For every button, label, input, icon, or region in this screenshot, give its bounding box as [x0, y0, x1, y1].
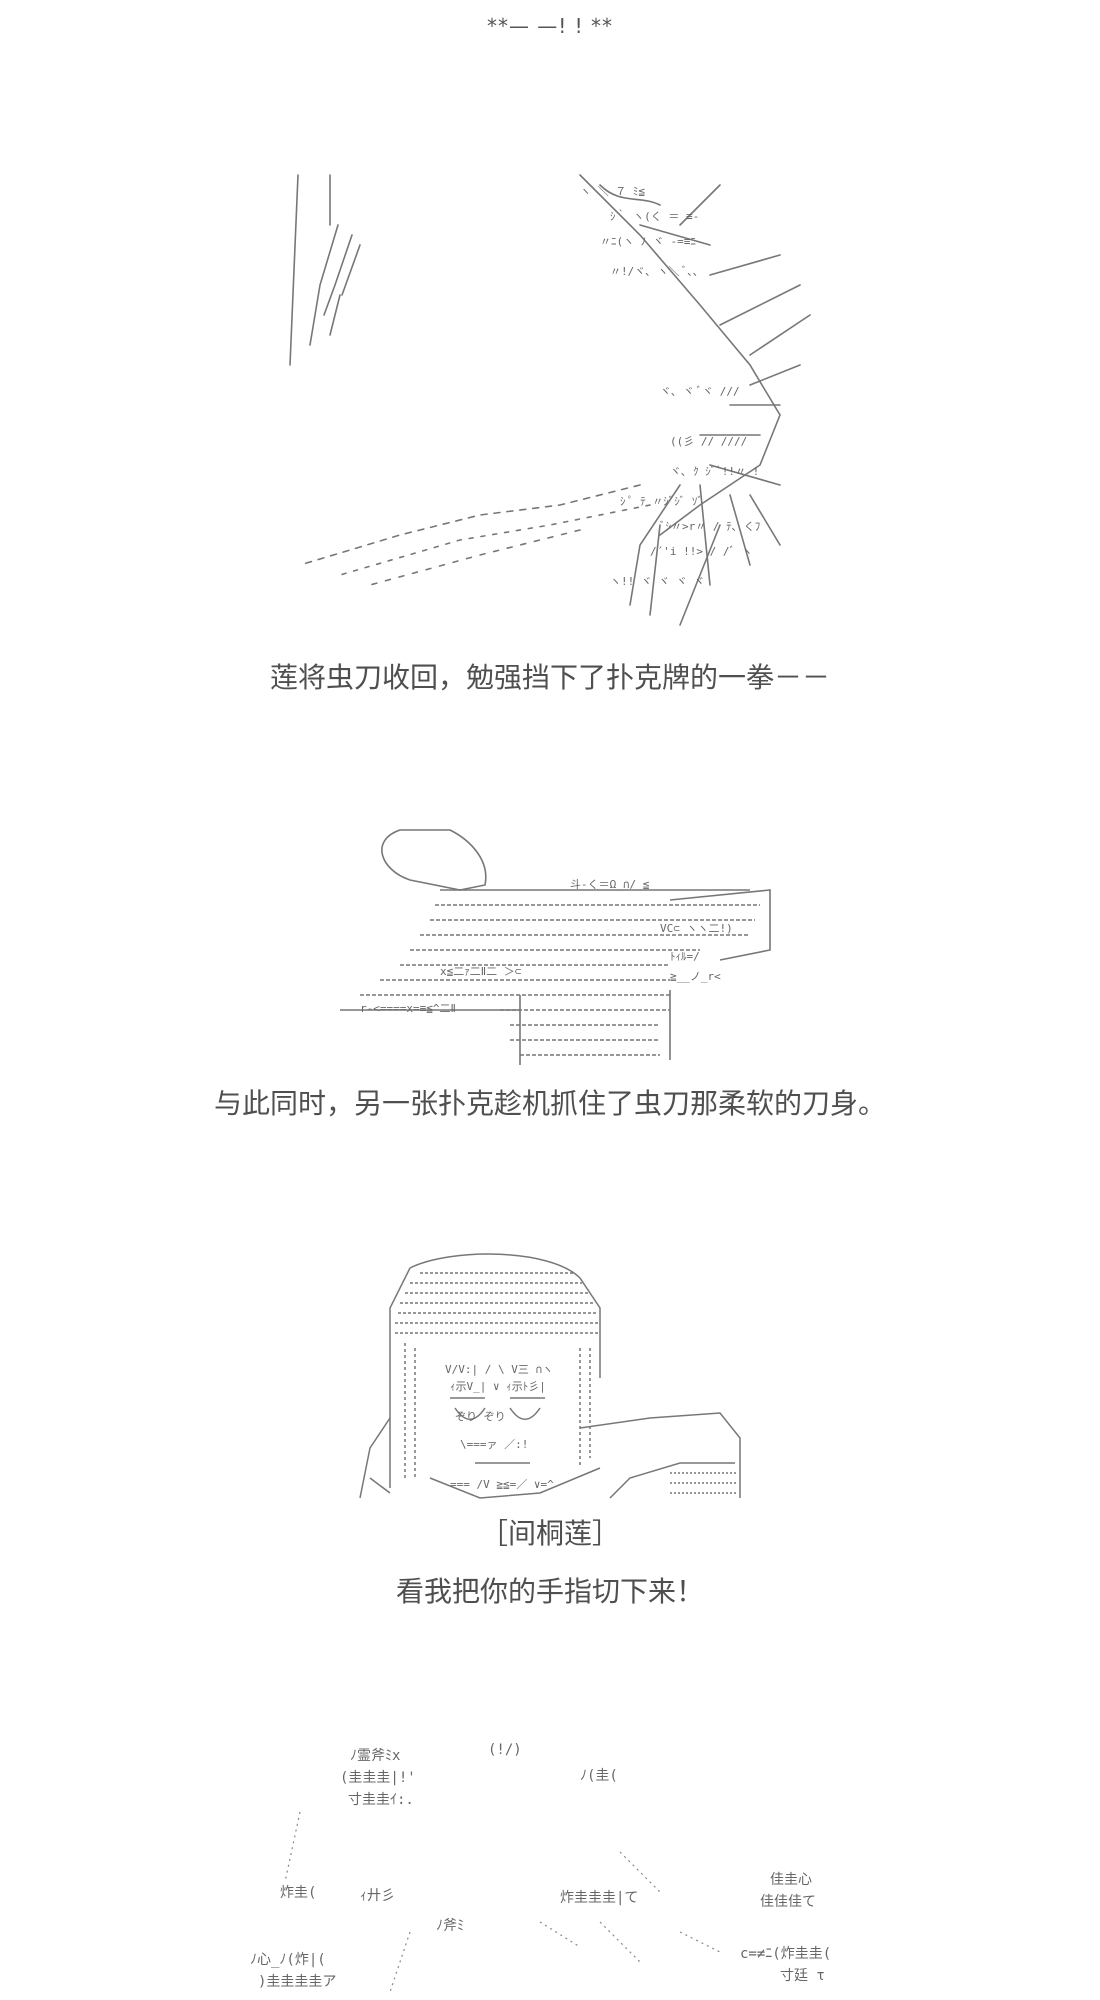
- ascii-art-scene-1-drawing: ヽ ＼ ７ ﾐ≦ ｼ｀ ヽ(く ＝ ≡- 〃ﾆ(ヽ ﾉ ヾ -=≡ﾆ 〃!/ヾ､…: [289, 174, 811, 626]
- aa-fragment: 炸圭(: [280, 1885, 316, 1901]
- svg-text:ﾄｨﾙ=/: ﾄｨﾙ=/: [670, 950, 700, 963]
- ascii-art-scene-2: 斗-く＝Ω_∩/ ≦ VC⊂ ヽヽ二!) ﾄｨﾙ=/ ≧__ノ_r< x≦二ｧ二…: [340, 820, 780, 1070]
- ascii-art-scene-3-drawing: V/V:| / \ V三 ∩ヽ ｨ示V_| ∨ ｨ示ﾄ彡| ぞり ぞり \===…: [359, 1253, 741, 1499]
- aa-fragment: ﾉ(圭(: [580, 1768, 618, 1784]
- svg-text:斗-く＝Ω_∩/ ≦: 斗-く＝Ω_∩/ ≦: [570, 878, 650, 891]
- svg-text:V/V:| / \ V三 ∩ヽ: V/V:| / \ V三 ∩ヽ: [445, 1363, 553, 1376]
- svg-text:VC⊂ ヽヽ二!): VC⊂ ヽヽ二!): [660, 922, 733, 935]
- caption-1: 莲将虫刀收回，勉强挡下了扑克牌的一拳－－: [269, 661, 830, 694]
- ascii-art-scene-4-drawing: ﾉ霊斧ﾐx (!/) (圭圭圭|!' ﾉ(圭( 寸圭圭ｲ:. 炸圭( ｨ廾彡 ﾉ…: [250, 1742, 831, 1993]
- svg-text:≧__ノ_r<: ≧__ノ_r<: [670, 970, 721, 983]
- svg-text:ｼ ﾟ ﾃ 〃ｼﾞｼﾞ ｿﾞ: ｼ ﾟ ﾃ 〃ｼﾞｼﾞ ｿﾞ: [620, 495, 703, 508]
- aa-fragment: ﾉ霊斧ﾐx: [350, 1748, 400, 1764]
- aa-fragment: ﾉ心_ﾉ(炸|(: [250, 1952, 326, 1968]
- ascii-art-scene-3: V/V:| / \ V三 ∩ヽ ｨ示V_| ∨ ｨ示ﾄ彡| ぞり ぞり \===…: [350, 1248, 750, 1500]
- svg-text:ヽ!! ヾ ヾ ヾ ヾ: ヽ!! ヾ ヾ ヾ ヾ: [610, 575, 705, 588]
- aa-fragment: (圭圭圭|!': [340, 1770, 416, 1786]
- svg-text:〃ﾆ(ヽ ﾉ ヾ -=≡ﾆ: 〃ﾆ(ヽ ﾉ ヾ -=≡ﾆ: [600, 235, 696, 248]
- aa-fragment: 佳圭心: [770, 1872, 812, 1888]
- aa-fragment: 炸圭圭圭|て: [560, 1890, 638, 1906]
- aa-fragment: 佳佳佳て: [760, 1894, 816, 1910]
- aa-fragment: 寸圭圭ｲ:.: [348, 1792, 414, 1808]
- svg-text:ヾ､ ｸ ｼﾞﾞ!!〃 !: ヾ､ ｸ ｼﾞﾞ!!〃 !: [670, 465, 759, 478]
- svg-text:〃!/ヾ､ ヽ＼ ﾞ､､: 〃!/ヾ､ ヽ＼ ﾞ､､: [610, 265, 698, 278]
- aa-fragment: c=≠ﾆ(炸圭圭(: [740, 1946, 831, 1962]
- caption-2: 与此同时，另一张扑克趁机抓住了虫刀那柔软的刀身。: [213, 1087, 886, 1120]
- aa-fragment: (!/): [488, 1742, 522, 1758]
- svg-text:ﾞｼ〃>r〃 / ﾃ､ くﾌ: ﾞｼ〃>r〃 / ﾃ､ くﾌ: [660, 520, 760, 533]
- svg-text:=== /V ≧≦=／ ∨=^: === /V ≧≦=／ ∨=^: [450, 1478, 554, 1491]
- speaker-name: ［间桐莲］: [479, 1517, 620, 1550]
- svg-text:\===ァ ／:!: \===ァ ／:!: [460, 1438, 528, 1451]
- svg-text:ヽ ＼ ７ ﾐ≦: ヽ ＼ ７ ﾐ≦: [580, 185, 645, 198]
- svg-text:r-<====x=≡≦^二Ⅱ: r-<====x=≡≦^二Ⅱ: [360, 1002, 456, 1015]
- aa-fragment: )圭圭圭圭ア: [258, 1974, 336, 1990]
- svg-text:ｼ｀ ヽ(く ＝ ≡-: ｼ｀ ヽ(く ＝ ≡-: [610, 208, 699, 223]
- aa-fragment: ｨ廾彡: [360, 1888, 395, 1904]
- svg-text:ぞり ぞり: ぞり ぞり: [455, 1410, 506, 1423]
- svg-text:ｨ示V_| ∨ ｨ示ﾄ彡|: ｨ示V_| ∨ ｨ示ﾄ彡|: [450, 1380, 546, 1393]
- aa-fragment: ﾉ斧ﾐ: [436, 1918, 464, 1934]
- aa-fragment: 寸廷 τ: [780, 1968, 825, 1984]
- ascii-art-scene-1: ヽ ＼ ７ ﾐ≦ ｼ｀ ヽ(く ＝ ≡- 〃ﾆ(ヽ ﾉ ヾ -=≡ﾆ 〃!/ヾ､…: [280, 165, 820, 645]
- svg-text:x≦二ｧ二Ⅱ二 ＞⊂: x≦二ｧ二Ⅱ二 ＞⊂: [440, 965, 522, 978]
- ascii-art-scene-2-drawing: 斗-く＝Ω_∩/ ≦ VC⊂ ヽヽ二!) ﾄｨﾙ=/ ≧__ノ_r< x≦二ｧ二…: [340, 829, 771, 1065]
- svg-text:ヾ､ ヾ ﾞヾ ///: ヾ､ ヾ ﾞヾ ///: [660, 385, 740, 398]
- caption-3: 看我把你的手指切下来！: [395, 1575, 704, 1608]
- svg-text:((彡 // ////: ((彡 // ////: [670, 435, 747, 448]
- svg-text:/´'i !!> / /ﾞ ヽ: /´'i !!> / /ﾞ ヽ: [650, 545, 753, 558]
- top-decoration-mark: **— —! ! **: [486, 14, 614, 38]
- ascii-art-scene-4: ﾉ霊斧ﾐx (!/) (圭圭圭|!' ﾉ(圭( 寸圭圭ｲ:. 炸圭( ｨ廾彡 ﾉ…: [240, 1732, 880, 2000]
